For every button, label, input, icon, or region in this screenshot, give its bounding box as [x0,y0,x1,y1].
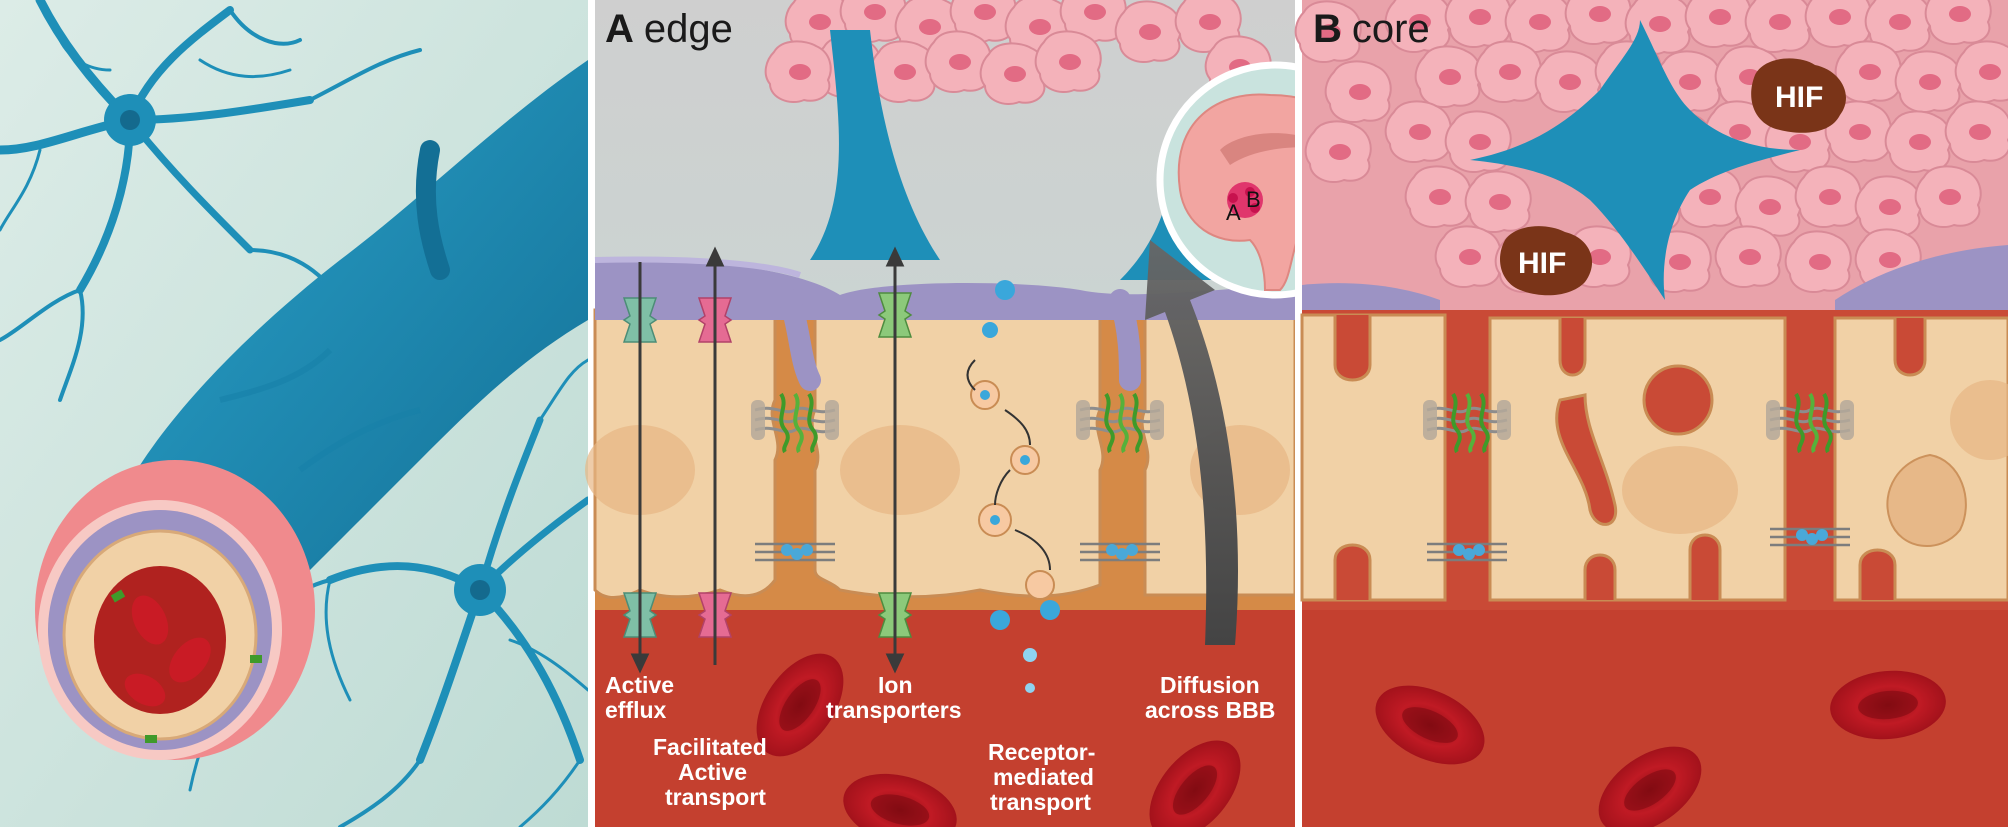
panel-b-letter: B [1313,7,1342,51]
label-ion-2: transporters [826,697,961,723]
vessel-cross-section [35,460,315,760]
panel-divider [1295,0,1302,827]
label-facilitated-1: Facilitated [653,734,767,760]
astrocyte-process [810,30,940,260]
label-diffusion-1: Diffusion [1160,672,1260,698]
label-active-efflux-2: efflux [605,697,667,723]
hif-marker: HIF [1751,58,1846,133]
label-receptor-3: transport [990,789,1091,815]
label-facilitated-2: Active [678,759,747,785]
panel-b-word: core [1352,7,1430,51]
hif-marker: HIF [1500,226,1593,296]
label-receptor-1: Receptor- [988,739,1095,765]
diffusion-arrow [1145,240,1238,645]
inset-label-b: B [1246,187,1261,212]
inset-label-a: A [1226,200,1241,225]
hif-label-2: HIF [1518,247,1566,280]
panel-b-core: HIF HIF [1294,0,2008,827]
hif-label-1: HIF [1775,81,1823,114]
panel-a-word: edge [644,7,733,51]
astrocyte-process [1470,20,1800,300]
transport-labels: Active efflux Facilitated Active transpo… [605,672,1275,815]
label-facilitated-3: transport [665,784,766,810]
overview-panel [0,0,592,827]
receptor-vesicles [966,280,1060,693]
label-ion-1: Ion [878,672,913,698]
panel-a-letter: A [605,7,634,51]
label-receptor-2: mediated [993,764,1094,790]
panel-divider [588,0,595,827]
fenestrations [1333,315,1927,600]
label-diffusion-2: across BBB [1145,697,1275,723]
transport-arrows [630,246,905,674]
label-active-efflux-1: Active [605,672,674,698]
